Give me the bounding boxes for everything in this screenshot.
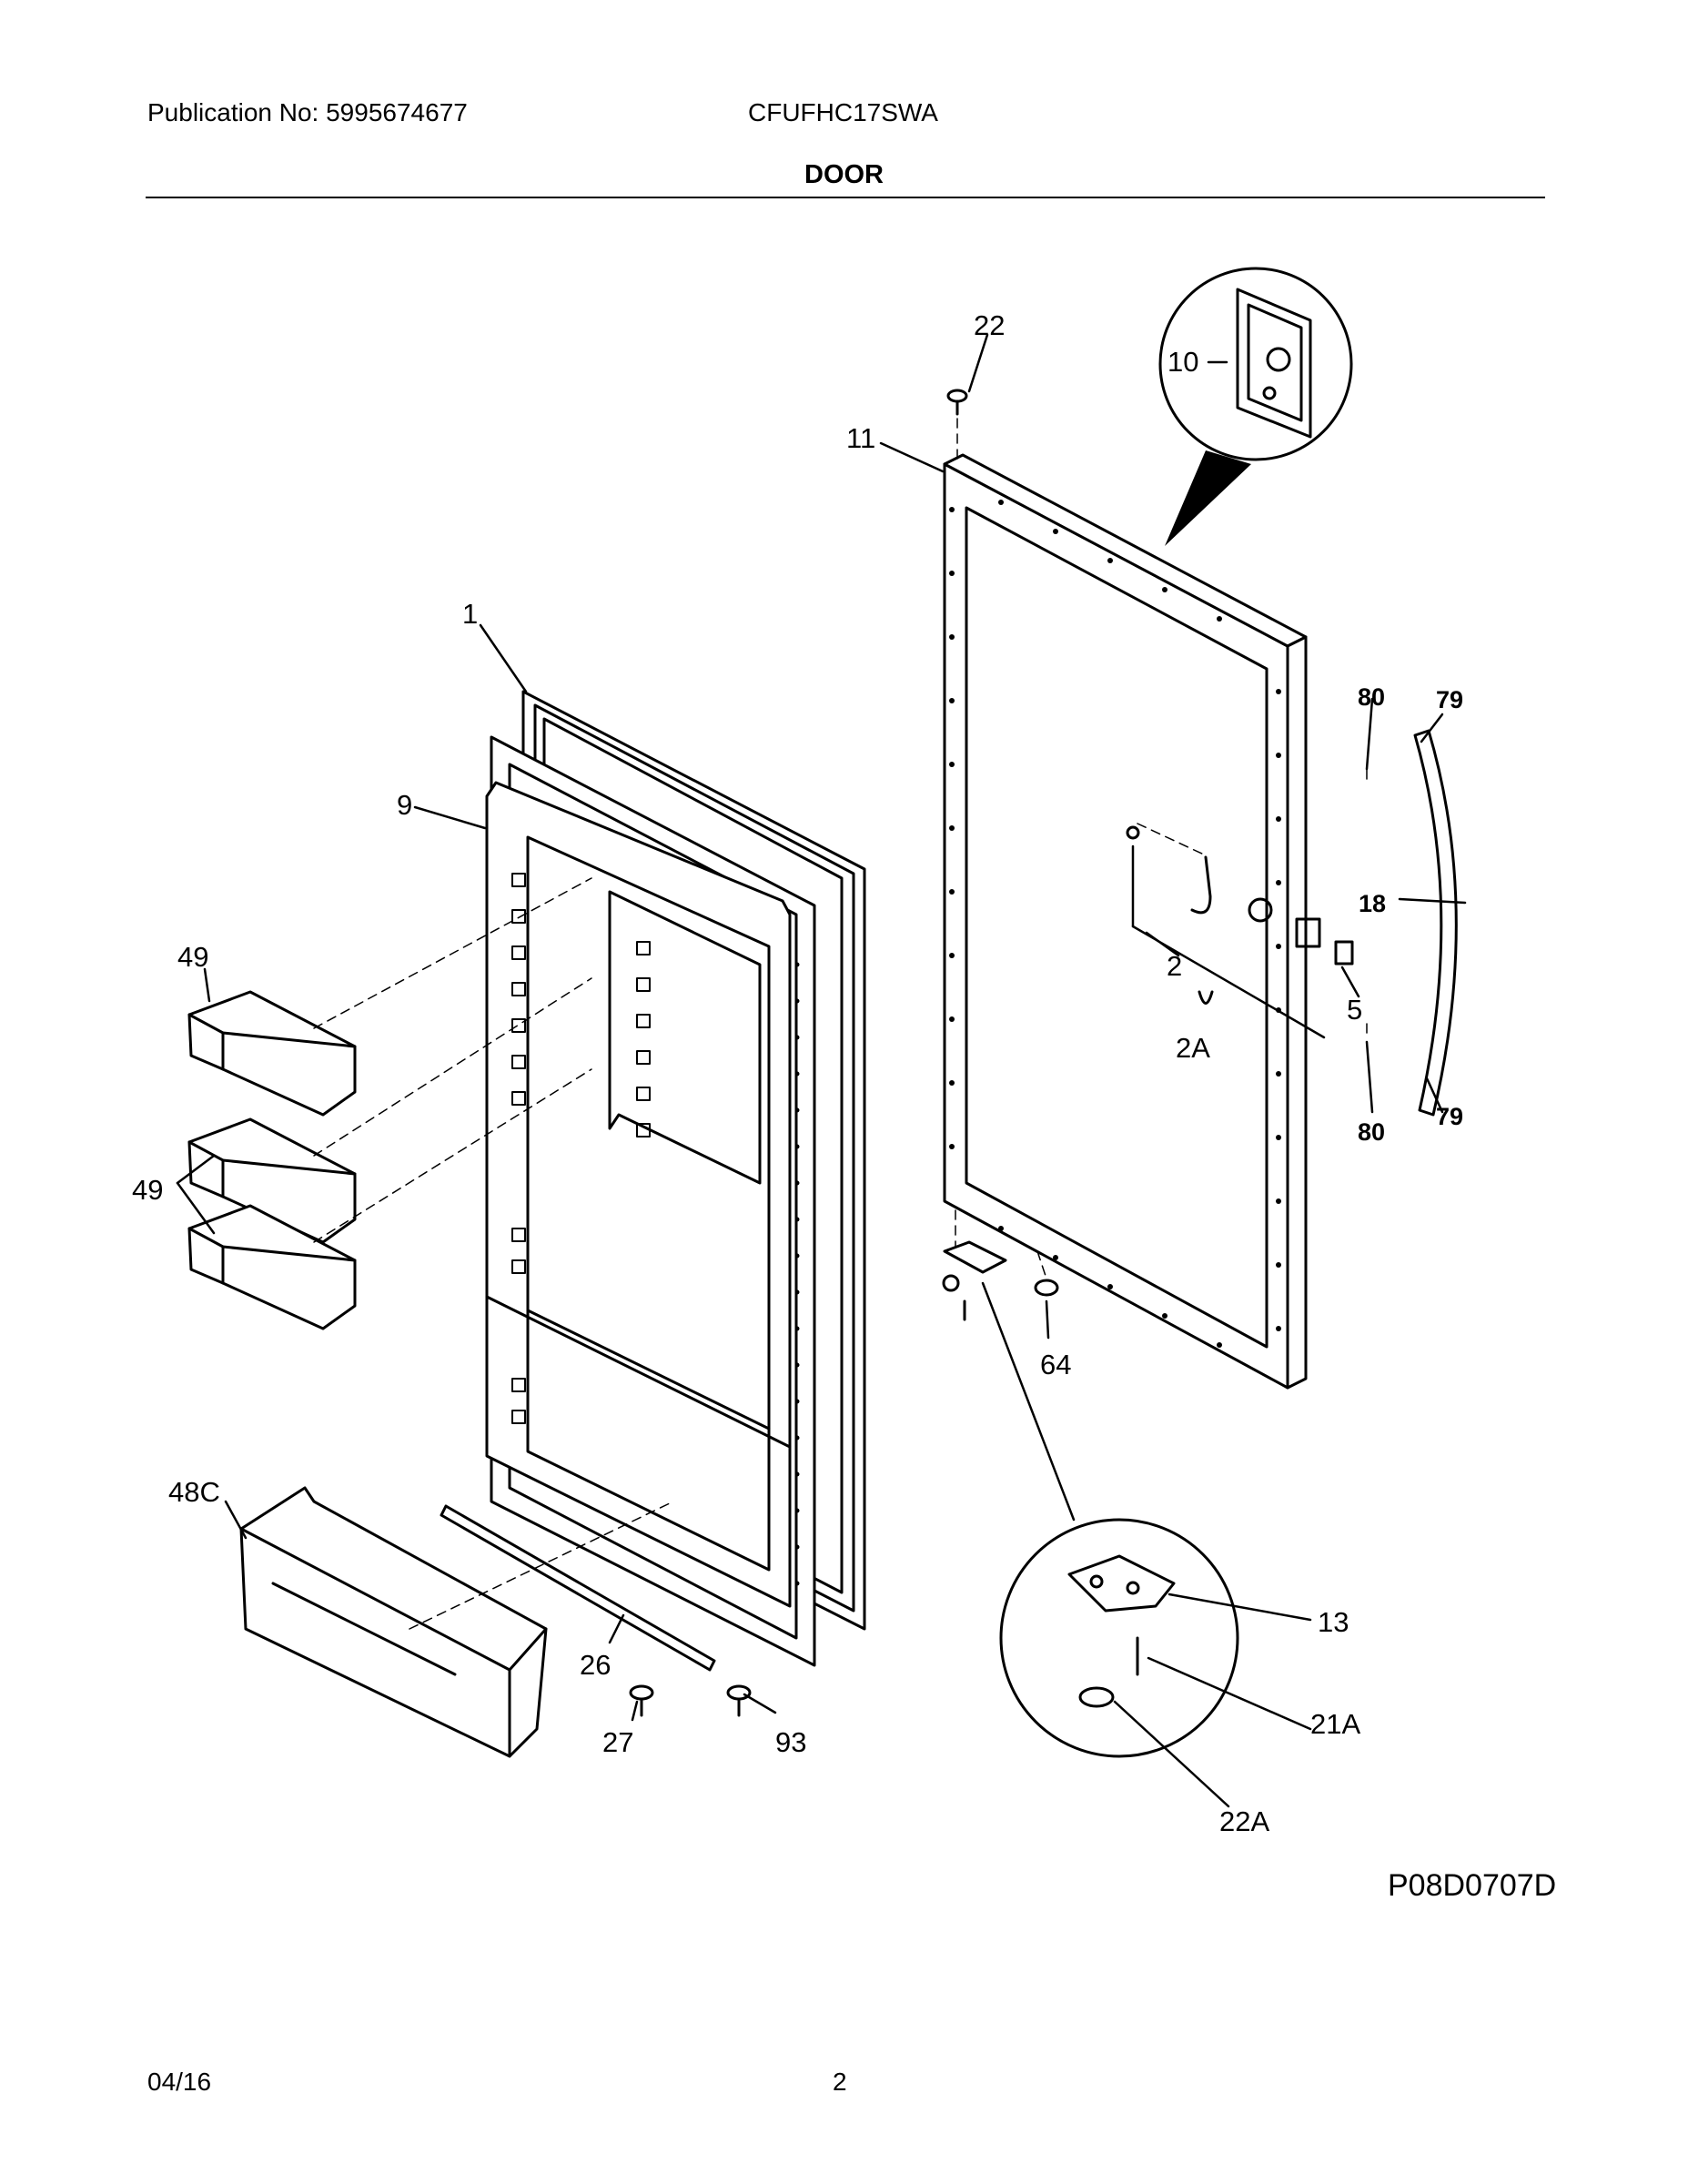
callout-21a: 21A [1310, 1708, 1360, 1740]
dairy-bin-48c [239, 1486, 548, 1758]
callout-1: 1 [462, 598, 478, 630]
detail-circle-bottom-hinge [999, 1518, 1239, 1758]
callout-11: 11 [846, 422, 875, 454]
model-number: CFUFHC17SWA [748, 98, 938, 126]
callout-80-bottom: 80 [1358, 1118, 1385, 1146]
callout-22: 22 [974, 309, 1005, 341]
callout-48c: 48C [168, 1476, 220, 1508]
lock-and-bracket-parts [1126, 825, 1354, 1005]
bottom-hinge-parts [942, 1240, 1059, 1321]
door-bin-top [187, 990, 357, 1117]
callout-27: 27 [602, 1726, 633, 1758]
callout-26: 26 [580, 1649, 611, 1681]
shelf-clips [511, 873, 651, 1424]
callout-80-top: 80 [1358, 683, 1385, 711]
header-rule [146, 197, 1545, 198]
section-title: DOOR [804, 160, 884, 189]
callout-79-bottom: 79 [1436, 1103, 1463, 1130]
publication-number: Publication No: 5995674677 [147, 98, 468, 126]
leader-lines [176, 333, 1467, 1808]
callout-2: 2 [1167, 950, 1182, 982]
callout-10: 10 [1167, 346, 1198, 378]
figure-code: P08D0707D [1388, 1868, 1557, 1903]
page-number: 2 [833, 2068, 847, 2096]
callout-64: 64 [1040, 1349, 1071, 1380]
callout-2a: 2A [1176, 1032, 1210, 1064]
detail-circle-control-board [1158, 267, 1353, 546]
trim-strip-26 [440, 1504, 716, 1672]
callout-22a: 22A [1219, 1805, 1269, 1837]
alignment-dashed-lines [313, 418, 1368, 1630]
screws-27-93 [629, 1684, 752, 1717]
door-bins [187, 990, 357, 1330]
outer-door-panel [943, 453, 1308, 1390]
top-screw-22 [946, 389, 968, 416]
callout-labels: 22 10 11 1 9 49 49 80 79 18 2 5 2A 80 79… [132, 309, 1463, 1837]
door-screw-holes [949, 500, 1281, 1348]
door-bin-middle [187, 1117, 357, 1244]
callout-9: 9 [397, 789, 412, 821]
callout-49-bottom: 49 [132, 1174, 163, 1206]
callout-13: 13 [1318, 1606, 1349, 1638]
callout-18: 18 [1359, 890, 1386, 917]
liner-rivet-holes [794, 962, 800, 1586]
door-bin-bottom [187, 1204, 357, 1330]
inner-door-liner [485, 735, 816, 1667]
callout-79-top: 79 [1436, 686, 1463, 713]
publication-date: 04/16 [147, 2068, 212, 2096]
door-handle-18 [1413, 729, 1458, 1117]
callout-5: 5 [1347, 994, 1362, 1026]
callout-49-top: 49 [177, 941, 208, 973]
callout-93: 93 [775, 1726, 806, 1758]
